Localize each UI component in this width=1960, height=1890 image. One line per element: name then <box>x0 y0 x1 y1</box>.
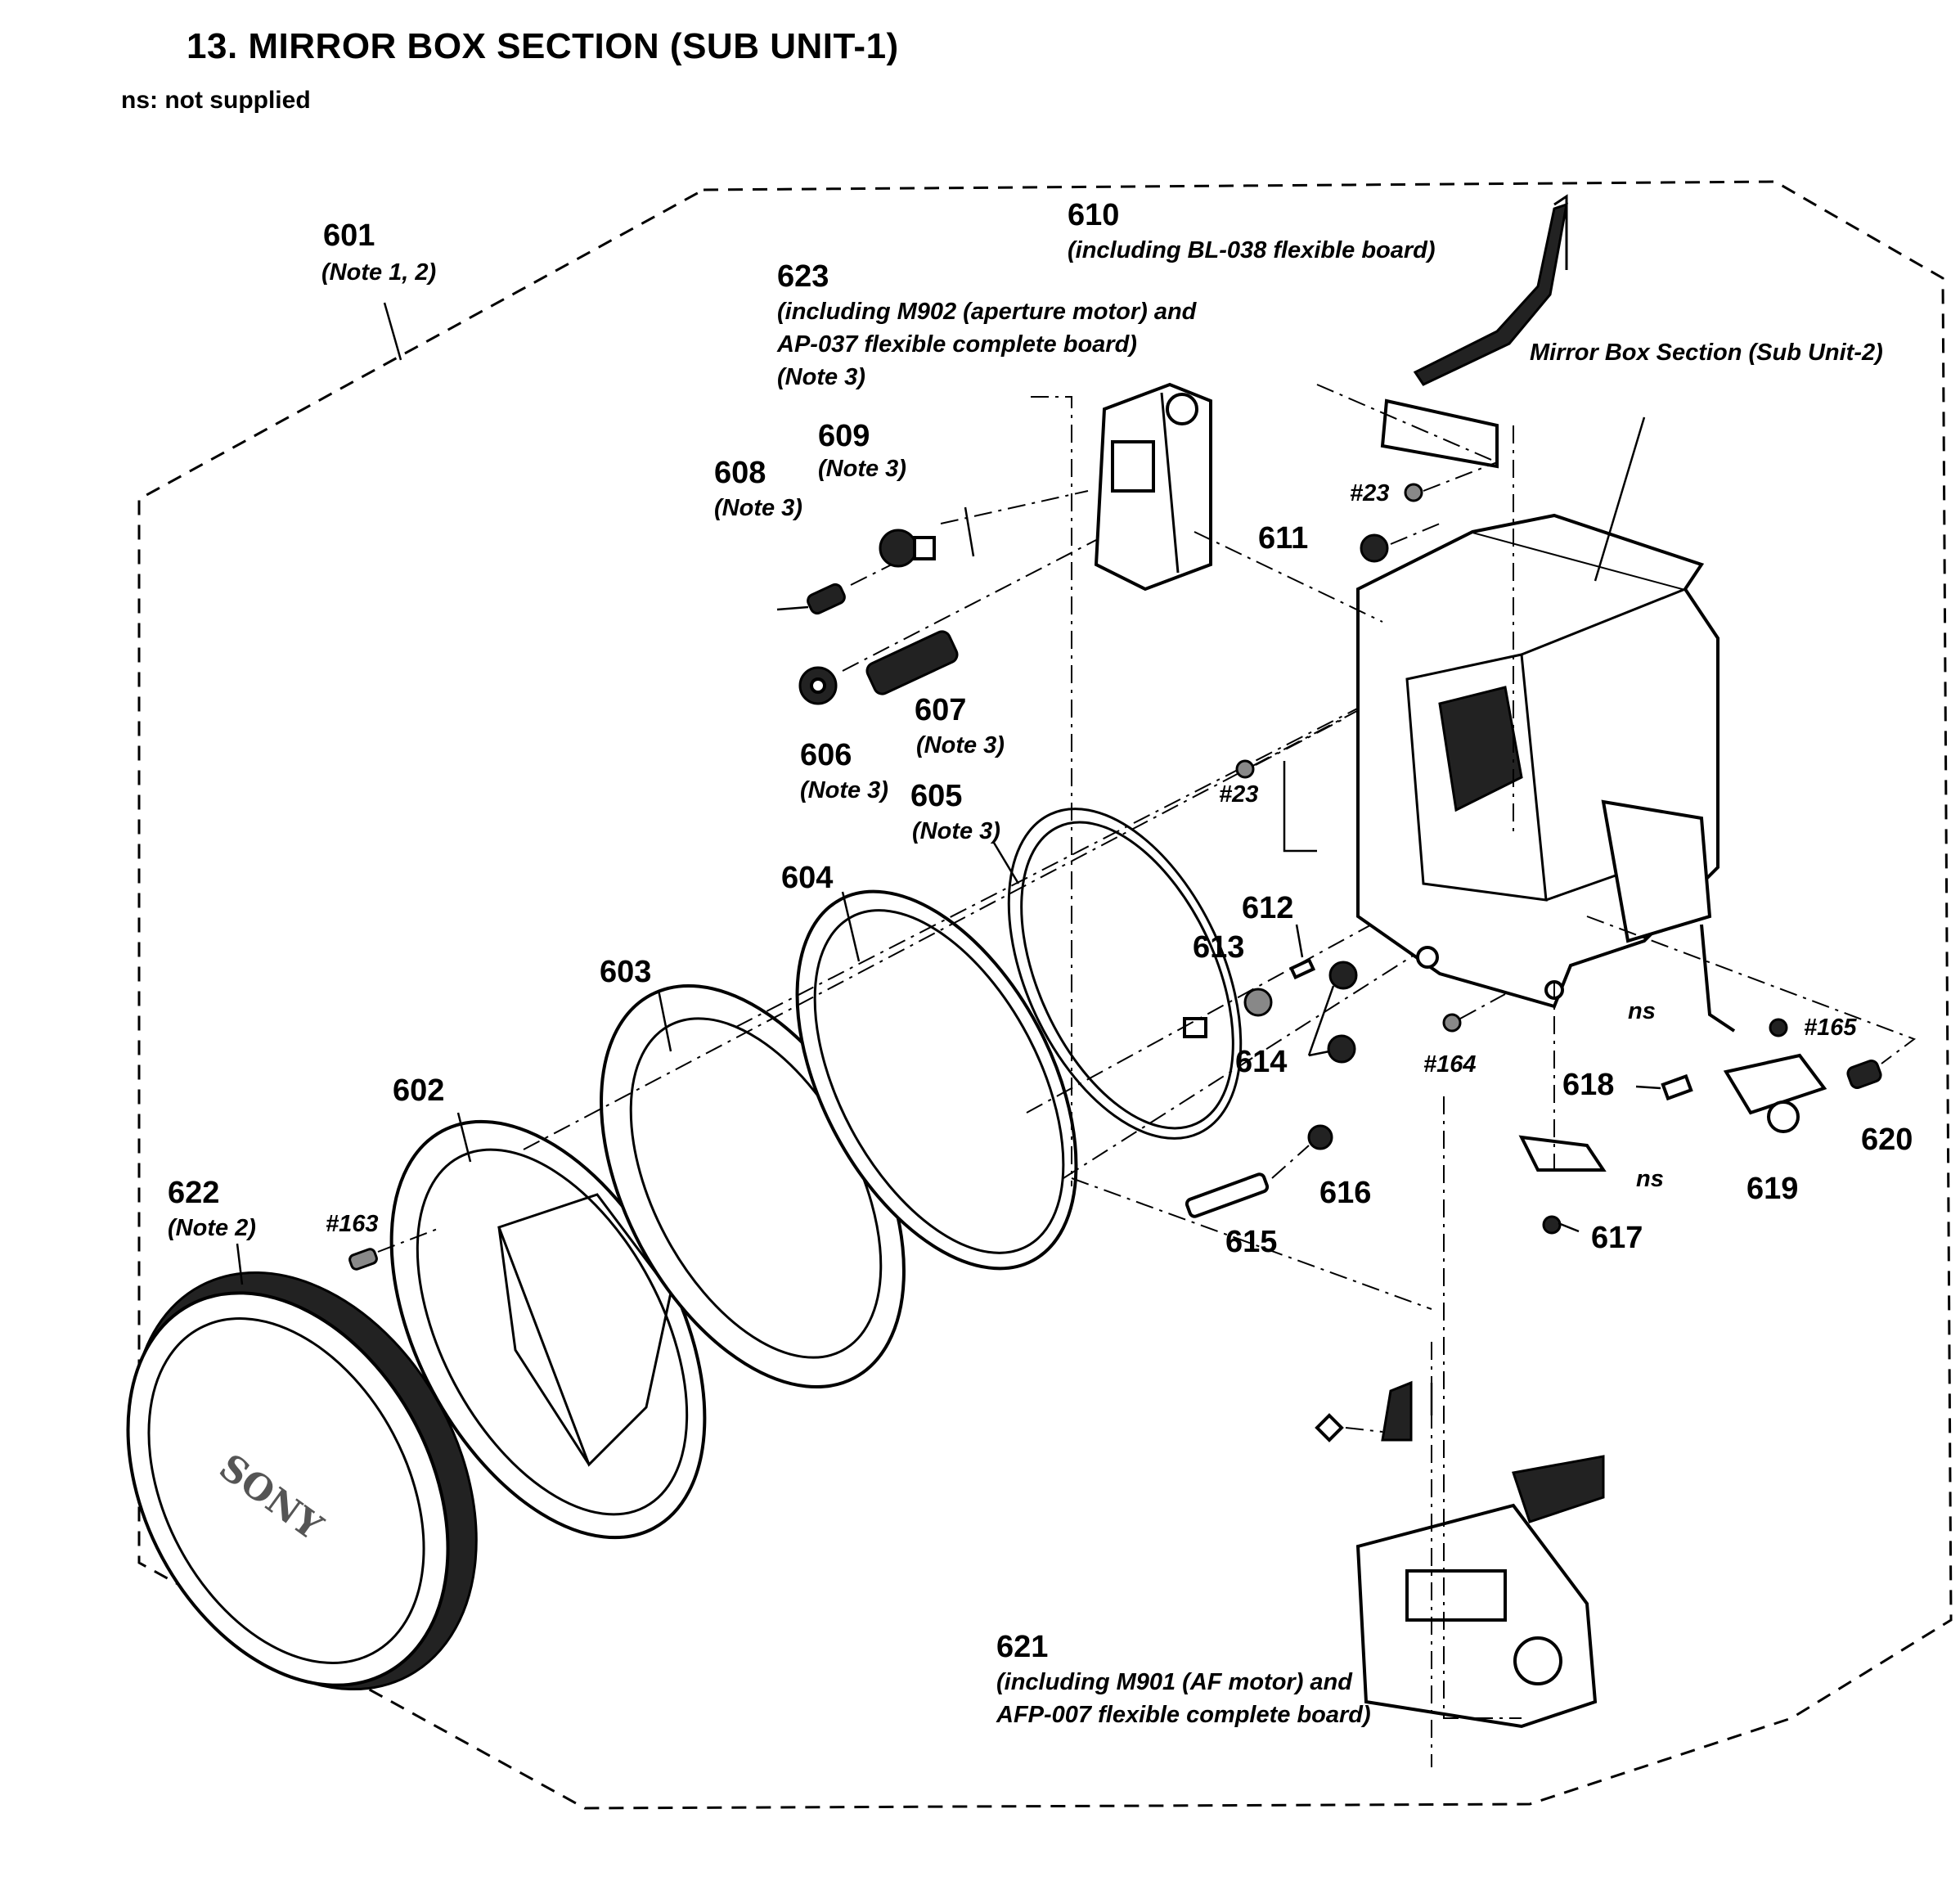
label-620: 620 <box>1861 1123 1913 1157</box>
pin-612 <box>1288 957 1316 980</box>
label-609: 609 <box>818 419 870 453</box>
page-title: 13. MIRROR BOX SECTION (SUB UNIT-1) <box>187 26 899 66</box>
note-621-line1: (including M901 (AF motor) and <box>996 1669 1353 1695</box>
label-614: 614 <box>1235 1045 1287 1079</box>
gear-614 <box>1307 961 1358 1064</box>
label-screw-164: #164 <box>1423 1051 1477 1078</box>
mirror-box-body <box>1356 513 1719 1009</box>
label-604: 604 <box>781 861 833 895</box>
label-616: 616 <box>1319 1176 1371 1210</box>
label-610: 610 <box>1068 198 1119 232</box>
label-621: 621 <box>996 1630 1048 1664</box>
switch-assembly <box>1661 1053 1882 1133</box>
legend-ns: ns: not supplied <box>121 87 311 114</box>
note-623-line2: AP-037 flexible complete board) <box>776 331 1137 358</box>
af-motor-621 <box>1355 1380 1605 1729</box>
note-622: (Note 2) <box>168 1215 256 1241</box>
assembly-boundary <box>137 180 1953 1810</box>
bracket-617 <box>1518 1135 1607 1235</box>
gear-606 <box>798 666 838 705</box>
note-610: (including BL-038 flexible board) <box>1068 237 1436 263</box>
label-622: 622 <box>168 1176 219 1210</box>
screw-23-mid <box>1235 719 1342 779</box>
label-615: 615 <box>1225 1225 1277 1259</box>
body-cap-part: SONY <box>126 1271 478 1691</box>
label-606: 606 <box>800 738 852 772</box>
label-601: 601 <box>323 218 375 253</box>
aperture-motor-623 <box>1094 382 1212 592</box>
label-617: 617 <box>1591 1221 1643 1255</box>
label-612: 612 <box>1242 891 1293 925</box>
label-605: 605 <box>910 779 962 813</box>
mount-plate-part <box>389 1119 707 1540</box>
label-618: 618 <box>1562 1068 1614 1102</box>
label-screw-23-upper: #23 <box>1350 480 1389 506</box>
label-623: 623 <box>777 259 829 294</box>
spring-616 <box>1307 1124 1333 1150</box>
label-602: 602 <box>393 1073 444 1108</box>
note-605: (Note 3) <box>912 818 1000 844</box>
worm-607 <box>842 539 1097 695</box>
spring-608 <box>776 564 892 615</box>
label-608: 608 <box>714 456 766 490</box>
note-608: (Note 3) <box>714 495 802 521</box>
note-621-line2: AFP-007 flexible complete board) <box>996 1702 1371 1728</box>
ns-part-lever <box>1700 924 1788 1037</box>
note-606: (Note 3) <box>800 777 888 803</box>
ring-604 <box>795 889 1078 1271</box>
note-609: (Note 3) <box>818 456 906 482</box>
shaft-615 <box>1185 1172 1270 1218</box>
label-611: 611 <box>1258 521 1308 556</box>
label-613: 613 <box>1193 930 1244 965</box>
label-sub-unit-2: Mirror Box Section (Sub Unit-2) <box>1530 340 1883 366</box>
screw-23-upper <box>1404 461 1498 502</box>
label-ns-1: ns <box>1628 998 1656 1024</box>
note-623-line3: (Note 3) <box>777 364 865 390</box>
washer-611 <box>1360 523 1441 563</box>
label-619: 619 <box>1746 1172 1798 1206</box>
screw-164 <box>1442 993 1506 1033</box>
cap-613 <box>1243 988 1273 1017</box>
label-ns-2: ns <box>1636 1166 1664 1192</box>
label-screw-165: #165 <box>1804 1015 1857 1041</box>
label-screw-163: #163 <box>326 1211 379 1237</box>
screw-163 <box>348 1226 443 1271</box>
label-screw-23-mid: #23 <box>1219 781 1258 808</box>
note-601: (Note 1, 2) <box>321 259 436 286</box>
gear-609 <box>879 490 1089 568</box>
note-623-line1: (including M902 (aperture motor) and <box>777 299 1198 325</box>
label-607: 607 <box>915 693 966 727</box>
note-607: (Note 3) <box>916 732 1005 758</box>
label-603: 603 <box>600 955 651 989</box>
leader-601 <box>383 302 402 361</box>
